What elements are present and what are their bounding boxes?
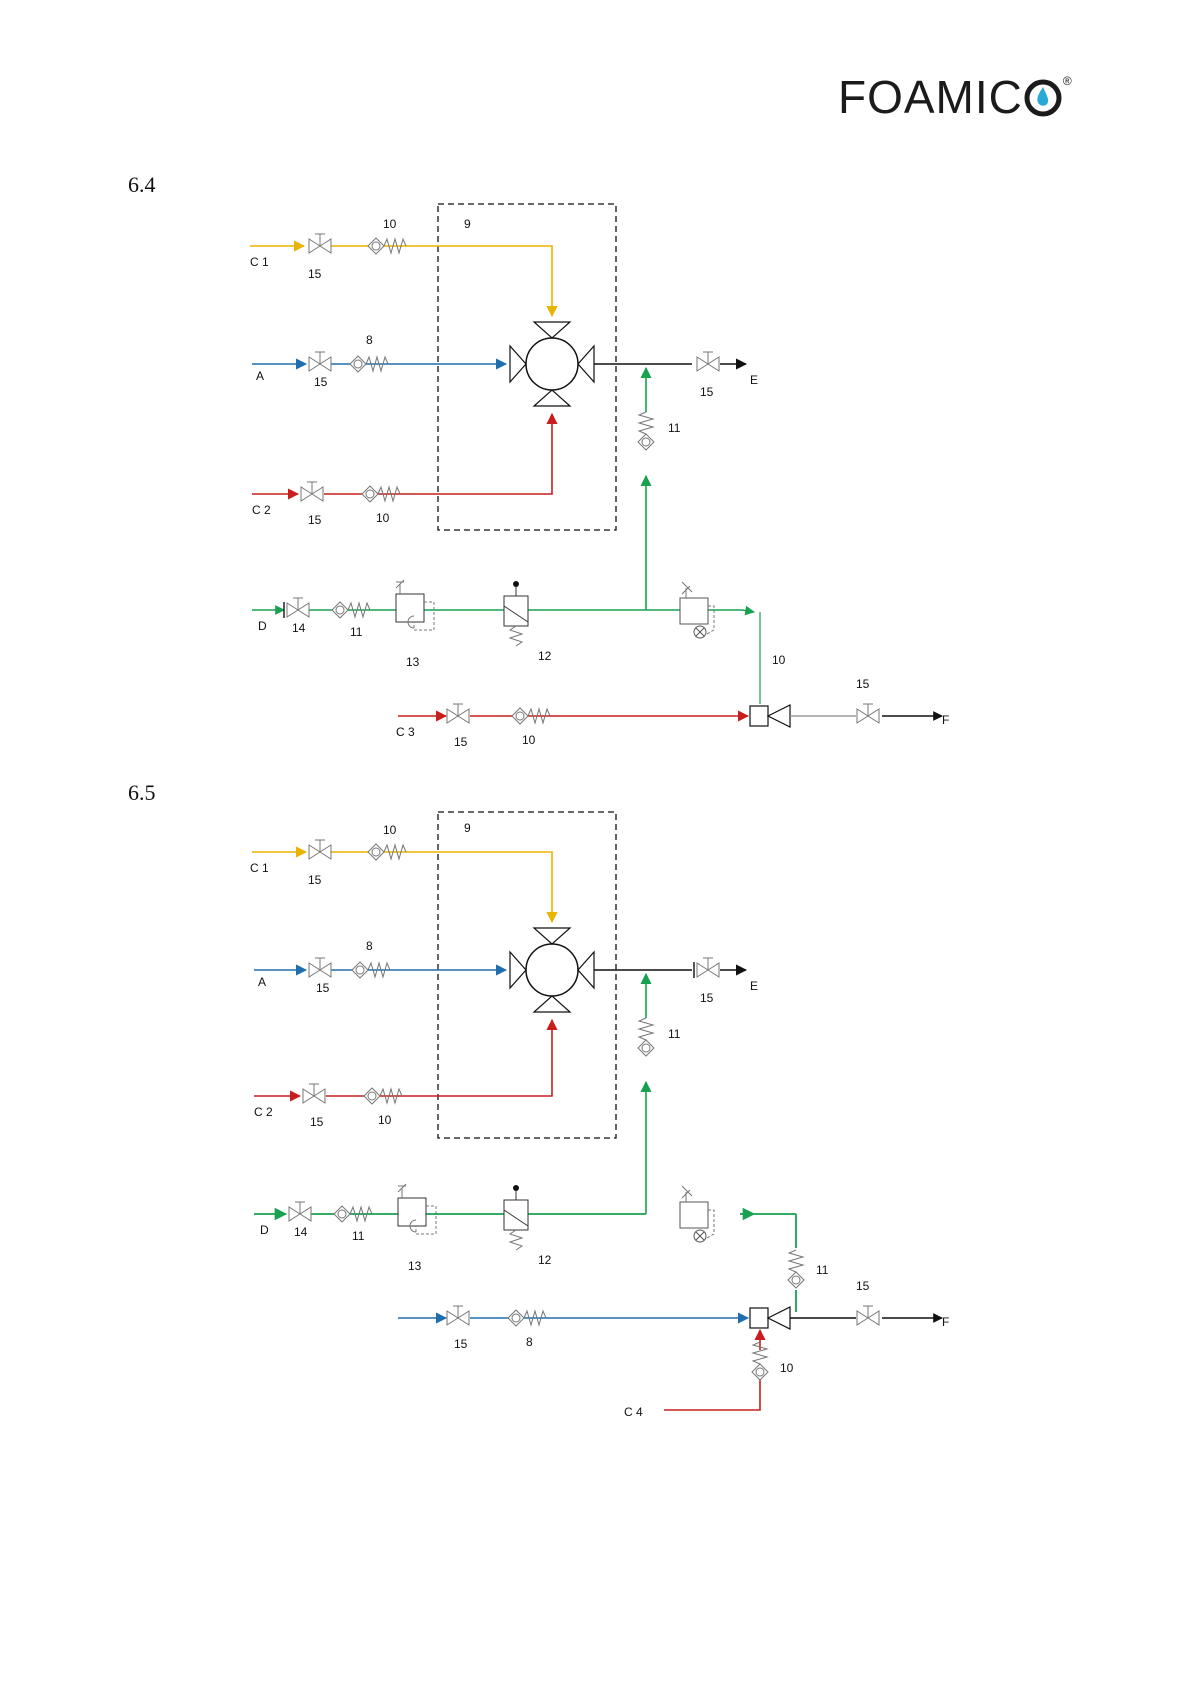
valve-15-e [697,352,719,371]
diagram-6-5: C 1 15 10 9 A 15 8 C 2 15 10 15 E 11 D 1… [250,812,949,1419]
line-c1-main [320,246,552,316]
label-c2: C 2 [254,1105,273,1119]
label-n15-a: 15 [314,375,328,389]
solenoid-valve-12 [504,581,528,646]
mixer-9 [510,928,594,1012]
label-e: E [750,373,758,387]
line-c2-main [326,1020,552,1096]
label-f: F [942,1315,949,1329]
valve-15-a [309,352,331,371]
label-c1: C 1 [250,861,269,875]
label-n15-a: 15 [316,981,330,995]
label-n11-d: 11 [352,1229,365,1243]
label-c3: C 3 [396,725,415,739]
pilot-valve [680,1186,714,1242]
label-n11-up: 11 [668,421,681,435]
valve-15-c1 [309,234,331,253]
label-n9: 9 [464,217,471,231]
label-n11-d: 11 [350,625,363,639]
check-valve-11-vertical [638,1018,654,1056]
label-n10-top: 10 [383,217,397,231]
label-n13: 13 [406,655,420,669]
label-n8: 8 [366,939,373,953]
label-n14: 14 [294,1225,308,1239]
valve-14-d [287,598,309,617]
label-d: D [260,1223,269,1237]
label-n15-blue: 15 [454,1337,468,1351]
label-n11-right: 11 [816,1263,829,1277]
label-n15-e: 15 [700,991,714,1005]
label-n15-c2: 15 [308,513,322,527]
label-n10-c3: 10 [522,733,536,747]
label-e: E [750,979,758,993]
check-valve-11-vertical [638,412,654,450]
valve-15-e [697,958,719,977]
valve-15-c3 [447,704,469,723]
label-n10-top: 10 [383,823,397,837]
label-n10-c2: 10 [378,1113,392,1127]
valve-15-c2 [303,1084,325,1103]
label-n15-f: 15 [856,677,870,691]
valve-15-c2 [301,482,323,501]
label-d: D [258,619,267,633]
label-n15-c2: 15 [310,1115,324,1129]
pressure-regulator-13 [396,580,434,630]
label-n10-c2: 10 [376,511,390,525]
solenoid-valve-12 [504,1185,528,1250]
label-n15-c3: 15 [454,735,468,749]
label-c4: C 4 [624,1405,643,1419]
label-n13: 13 [408,1259,422,1273]
label-c1: C 1 [250,255,269,269]
label-n15-c1: 15 [308,267,322,281]
ejector [750,1307,790,1329]
label-n14: 14 [292,621,306,635]
line-c1-main [322,852,552,922]
label-n8: 8 [366,333,373,347]
valve-15-f [857,704,879,723]
line-c4 [664,1378,760,1410]
valve-15-f [857,1306,879,1325]
diagram-6-4: C 1 15 10 9 A 15 8 C 2 15 10 15 E 11 D 1… [250,204,949,749]
valve-15-blue [447,1306,469,1325]
label-n10-right: 10 [772,653,786,667]
label-n11-up: 11 [668,1027,681,1041]
label-n12: 12 [538,1253,552,1267]
label-n12: 12 [538,649,552,663]
ejector [750,705,790,727]
label-a: A [256,369,264,383]
label-n15-e: 15 [700,385,714,399]
label-c2: C 2 [252,503,271,517]
label-n9: 9 [464,821,471,835]
pressure-regulator-13 [398,1184,436,1234]
mixer-9 [510,322,594,406]
label-f: F [942,713,949,727]
label-a: A [258,975,266,989]
label-n15-c1: 15 [308,873,322,887]
valve-15-c1 [309,840,331,859]
label-n10-c4: 10 [780,1361,794,1375]
label-n8-blue: 8 [526,1335,533,1349]
check-valve-11-right [788,1250,804,1288]
valve-14-d [289,1202,311,1221]
label-n15-f: 15 [856,1279,870,1293]
valve-15-a [309,958,331,977]
